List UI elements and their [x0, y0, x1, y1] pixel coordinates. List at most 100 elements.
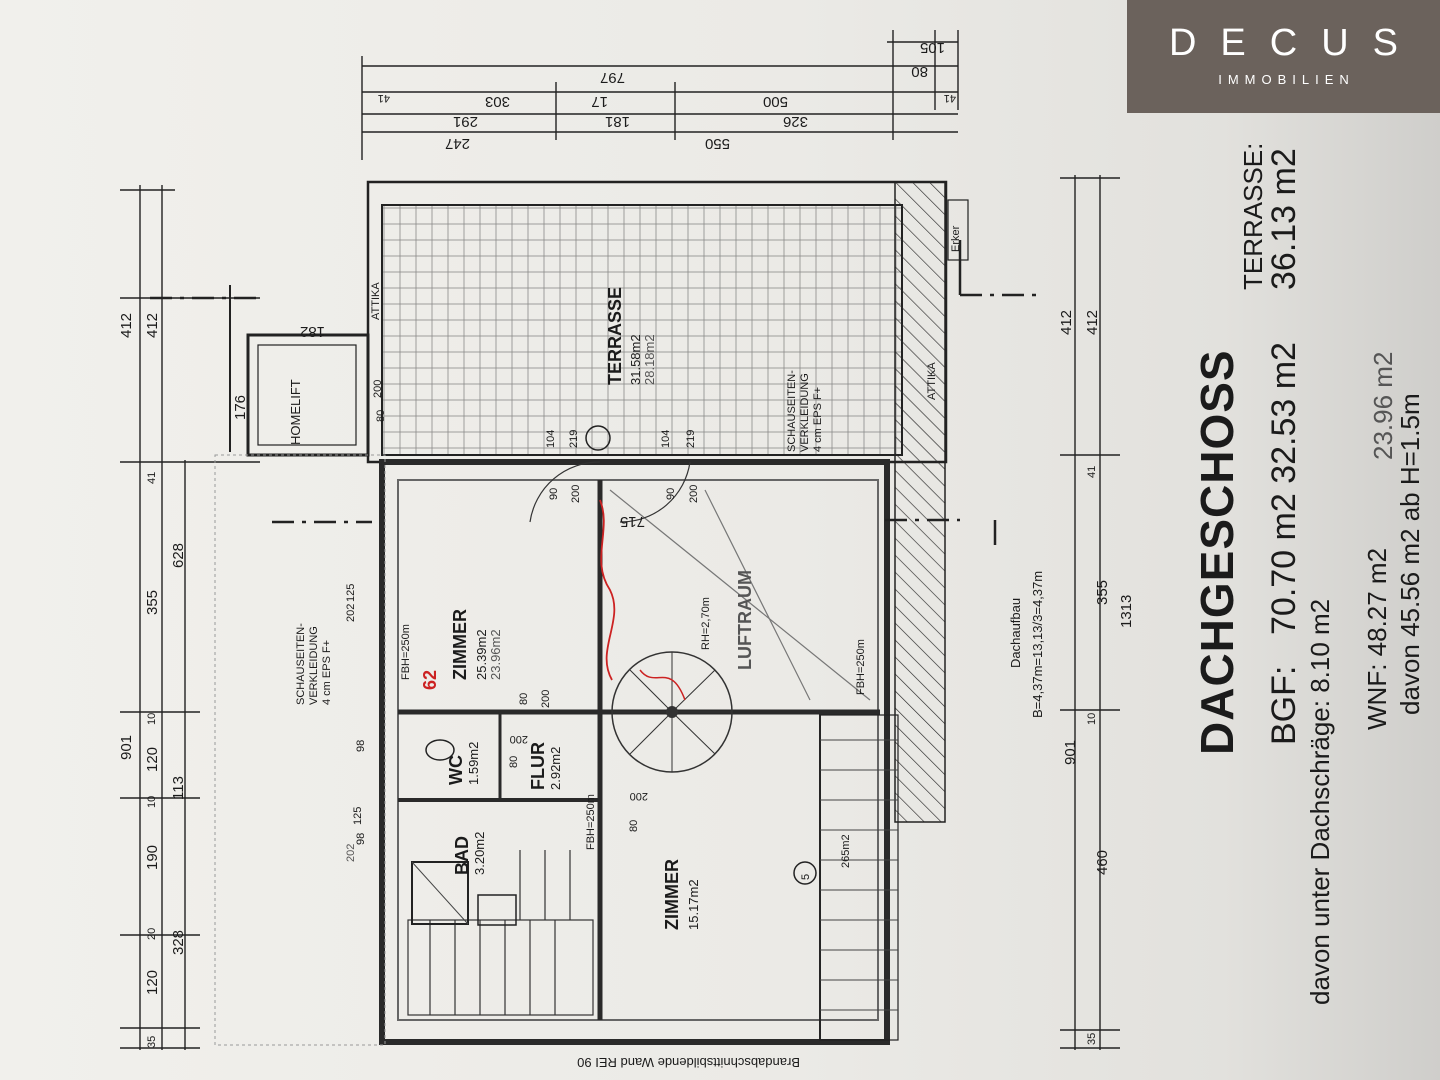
dim-left-10-b: 10	[146, 795, 158, 808]
bgf-label: BGF:	[1265, 665, 1303, 745]
dim-left-412-a: 412	[118, 312, 135, 338]
dim-top-500: 500	[762, 93, 788, 110]
dim-90-b: 90	[665, 487, 677, 500]
dim-right-1313: 1313	[1118, 594, 1135, 628]
dim-104-a: 104	[545, 429, 557, 448]
schauseiten-1-line-2: VERKLEIDUNG	[308, 626, 320, 705]
schauseiten-1-line-3: 4 cm EPS F+	[321, 639, 333, 705]
schauseiten-2-line-2: VERKLEIDUNG	[799, 373, 811, 452]
schauseiten-1-line-1: SCHAUSEITEN-	[295, 623, 307, 705]
dim-left-190: 190	[144, 844, 161, 870]
dim-top-41-a: 41	[943, 92, 956, 104]
dim-182: 182	[299, 323, 325, 340]
dim-125-b: 125	[352, 806, 364, 825]
dim-200-d: 200	[540, 689, 552, 708]
room-zimmer-2-name: ZIMMER	[662, 859, 682, 930]
fbh-label-3: FBH=250m	[585, 794, 597, 850]
bgf-values: 70.70 m2 32.53 m2	[1265, 342, 1303, 635]
shower-tray	[411, 861, 469, 925]
dim-219-b: 219	[685, 429, 697, 448]
terrasse-label: TERRASSE:	[1238, 142, 1268, 290]
dim-265m2: 265m2	[840, 834, 852, 868]
dim-80-a: 80	[375, 409, 387, 422]
room-terrasse-area-2: 28.18m2	[642, 334, 657, 385]
dim-176: 176	[232, 394, 249, 420]
dim-top-550: 550	[704, 135, 730, 152]
handwritten-red-mark	[599, 499, 616, 681]
room-bad-name: BAD	[452, 836, 472, 875]
dim-top-17: 17	[591, 93, 608, 110]
dim-90-a: 90	[548, 487, 560, 500]
dim-left-35: 35	[146, 1035, 158, 1048]
dim-top-105: 105	[919, 39, 945, 56]
dachaufbau-formula: B=4,37m=13,13/3=4,37m	[1030, 570, 1045, 718]
terrasse-value: 36.13 m2	[1265, 148, 1303, 290]
roof-hatch-lower	[819, 714, 899, 1041]
summary-title: DACHGESCHOSS	[1191, 349, 1243, 755]
room-bad-area: 3.20m2	[472, 831, 487, 875]
dim-right-35: 35	[1086, 1032, 1098, 1045]
dim-left-901: 901	[118, 734, 135, 760]
logo-sub-text: IMMOBILIEN	[1218, 72, 1355, 87]
top-dimension-lines	[361, 30, 959, 160]
dim-left-628: 628	[170, 542, 187, 568]
dim-202-a: 202	[345, 603, 357, 622]
dim-80-d: 80	[508, 755, 520, 768]
dachschraege-text: davon unter Dachschräge: 8.10 m2	[1305, 598, 1335, 1005]
dim-top-41-b: 41	[377, 92, 390, 104]
dim-top-181: 181	[604, 113, 630, 130]
room-wc-name: WC	[446, 755, 466, 785]
dim-top-303: 303	[484, 93, 510, 110]
dim-219-a: 219	[568, 429, 580, 448]
dim-top-247: 247	[444, 135, 470, 152]
wnf-text: WNF: 48.27 m2	[1362, 547, 1392, 730]
dim-left-20: 20	[146, 927, 158, 940]
room-terrasse-name: TERRASSE	[605, 286, 625, 385]
dim-top-80: 80	[911, 63, 928, 80]
dim-right-460: 460	[1094, 849, 1111, 875]
room-zimmer-2-area: 15.17m2	[686, 879, 701, 930]
dim-left-412-b: 412	[144, 312, 161, 338]
dim-125-a: 125	[345, 583, 357, 602]
room-zimmer-1-area-2: 23.96m2	[488, 629, 503, 680]
dim-202-b: 202	[345, 843, 357, 862]
rh-label-1: RH=2,70m	[700, 597, 712, 650]
dim-98-a: 98	[355, 739, 367, 752]
dim-left-120-a: 120	[144, 746, 161, 772]
dim-left-120-b: 120	[144, 969, 161, 995]
room-flur-name: FLUR	[528, 742, 548, 790]
dim-right-355: 355	[1094, 579, 1111, 605]
handwriting-mark: 62	[420, 669, 440, 690]
dim-5: 5	[800, 873, 812, 880]
attika-label-2: ATTIKA	[926, 362, 938, 400]
logo-brand-text: DECUS	[1168, 22, 1423, 64]
dim-715: 715	[619, 513, 645, 530]
dim-right-41: 41	[1086, 465, 1098, 478]
dim-200-f: 200	[509, 733, 528, 745]
room-terrasse-area: 31.58m2	[628, 334, 643, 385]
dim-80-c: 80	[628, 819, 640, 832]
dim-200-e: 200	[629, 790, 648, 802]
dim-200-a: 200	[372, 379, 384, 398]
wnf-sub-text: davon 45.56 m2 ab H=1.5m	[1395, 393, 1425, 715]
dim-80-b: 80	[518, 692, 530, 705]
room-zimmer-1-name: ZIMMER	[450, 609, 470, 680]
dim-right-901: 901	[1062, 739, 1079, 765]
dim-right-412-b: 412	[1084, 309, 1101, 335]
attika-right-hatch	[894, 181, 946, 823]
schauseiten-2-line-1: SCHAUSEITEN-	[786, 370, 798, 452]
room-flur-area: 2.92m2	[548, 746, 563, 790]
dim-left-355: 355	[144, 589, 161, 615]
dim-top-326: 326	[782, 113, 808, 130]
lower-stair	[407, 850, 594, 1016]
homelift-shaft	[246, 333, 370, 457]
dim-left-328: 328	[170, 929, 187, 955]
schauseiten-2-line-3: 4 cm EPS F+	[812, 386, 824, 452]
homelift-label: HOMELIFT	[288, 379, 303, 445]
fbh-label-2: FBH=250m	[855, 639, 867, 695]
dim-left-113: 113	[170, 776, 187, 800]
dim-right-10: 10	[1086, 712, 1098, 725]
dim-top-291: 291	[452, 113, 478, 130]
decus-logo: DECUS IMMOBILIEN	[1127, 0, 1440, 113]
